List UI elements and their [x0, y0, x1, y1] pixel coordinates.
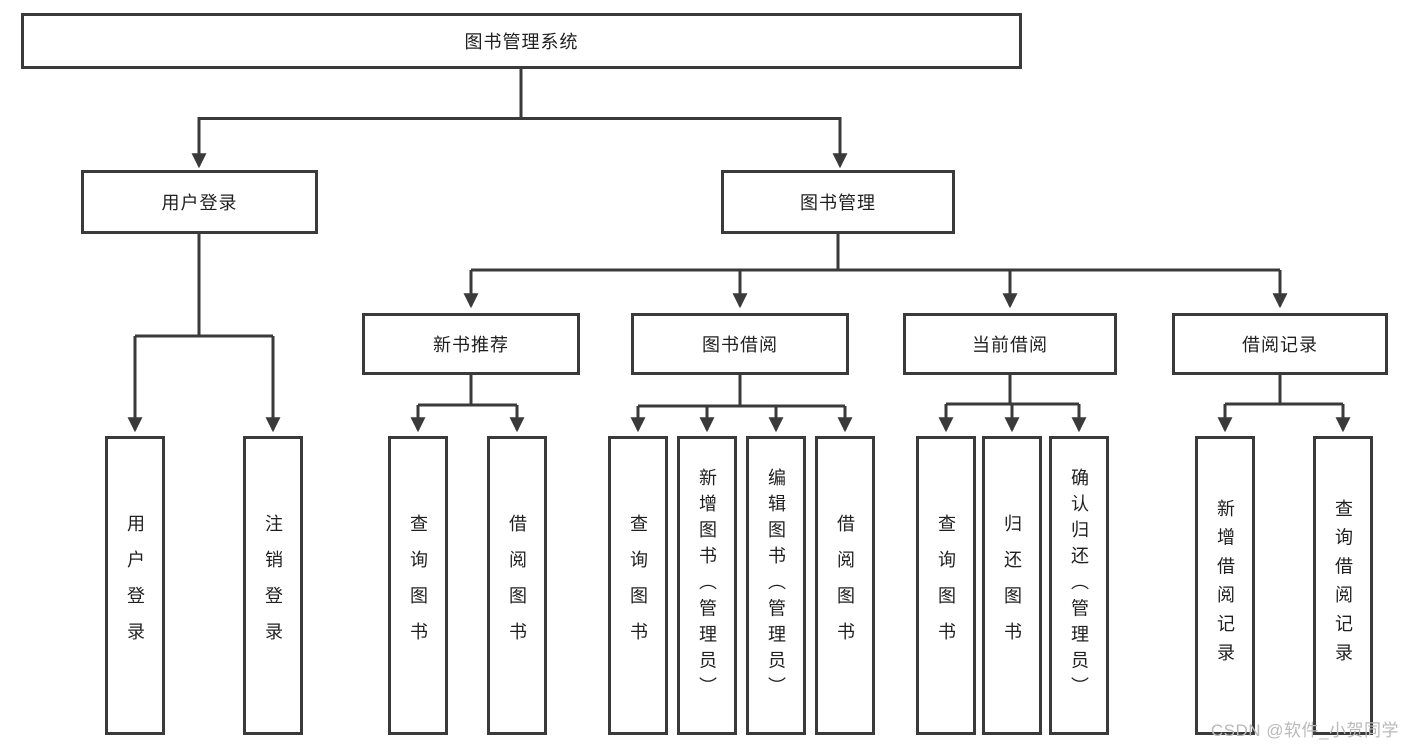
node-book-borrow: 图书借阅: [631, 313, 849, 375]
leaf-query-borrow-record: 查询借阅记录: [1313, 436, 1373, 735]
node-current-borrow: 当前借阅: [903, 313, 1117, 375]
csdn-watermark: CSDN @软件_小贺同学: [1210, 721, 1399, 740]
node-book-management: 图书管理: [721, 170, 955, 234]
node-new-book-recommend: 新书推荐: [362, 313, 580, 375]
leaf-query-books-borrow: 查询图书: [608, 436, 668, 735]
leaf-user-login: 用户登录: [105, 436, 165, 735]
leaf-logout: 注销登录: [243, 436, 303, 735]
leaf-query-books-current: 查询图书: [916, 436, 976, 735]
node-root-library-system: 图书管理系统: [21, 13, 1022, 69]
node-user-login: 用户登录: [81, 170, 318, 234]
leaf-return-books: 归还图书: [982, 436, 1042, 735]
leaf-edit-books-admin: 编辑图书（管理员）: [746, 436, 806, 735]
node-borrow-records: 借阅记录: [1172, 313, 1388, 375]
leaf-borrow-books-recommend: 借阅图书: [487, 436, 547, 735]
leaf-add-borrow-record: 新增借阅记录: [1195, 436, 1255, 735]
leaf-confirm-return-admin: 确认归还（管理员）: [1049, 436, 1109, 735]
leaf-add-books-admin: 新增图书（管理员）: [677, 436, 737, 735]
leaf-borrow-books: 借阅图书: [815, 436, 875, 735]
leaf-query-books-recommend: 查询图书: [388, 436, 448, 735]
